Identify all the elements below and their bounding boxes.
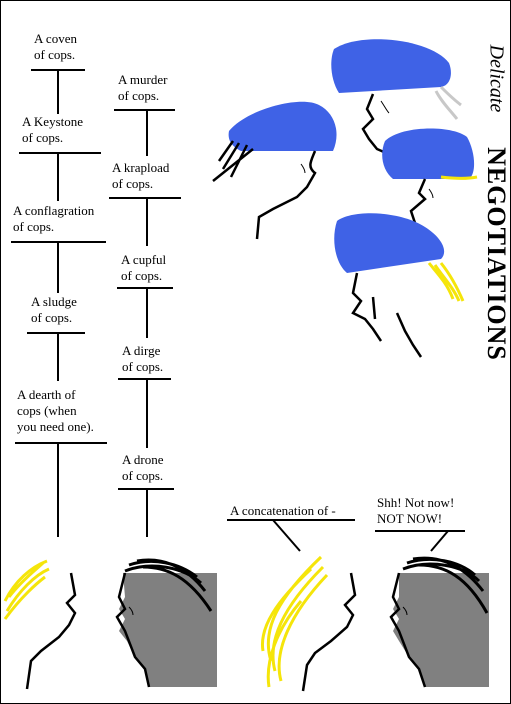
caption-line: A Keystone	[22, 114, 84, 129]
caption-dirge: A dirge of cops.	[122, 343, 163, 375]
caption-murder: A murder of cops.	[118, 72, 167, 104]
speech-line: A concatenation of -	[230, 503, 336, 518]
caption-cupful: A cupful of cops.	[121, 252, 166, 284]
side-title-script: Delicate	[485, 44, 508, 113]
caption-keystone: A Keystone of cops.	[22, 114, 83, 146]
speech-shh: Shh! Not now! NOT NOW!	[377, 495, 454, 527]
caption-line: of cops.	[122, 359, 164, 374]
speech-lines	[227, 519, 465, 552]
caption-line: cops (when	[17, 403, 77, 418]
caption-line: A drone	[122, 452, 164, 467]
caption-line: A murder	[118, 72, 168, 87]
gray-head	[115, 558, 217, 688]
speech-line: Shh! Not now!	[377, 495, 455, 510]
cop-head	[212, 101, 337, 240]
caption-line: of cops.	[22, 130, 64, 145]
caption-line: of cops.	[121, 268, 163, 283]
caption-line: of cops.	[13, 219, 55, 234]
caption-line: of cops.	[34, 47, 76, 62]
side-title-main: NEGOTIATIONS	[482, 147, 511, 361]
cop-head	[331, 39, 462, 158]
caption-coven: A coven of cops.	[34, 31, 77, 63]
gray-head	[389, 556, 489, 688]
bottom-heads-group	[3, 555, 489, 692]
middle-column-lines	[109, 109, 181, 537]
caption-line: of cops.	[112, 176, 154, 191]
caption-line: A dearth of	[17, 387, 76, 402]
caption-line: A krapload	[112, 160, 170, 175]
caption-line: of cops.	[118, 88, 160, 103]
speech-line: NOT NOW!	[377, 511, 443, 526]
caption-line: of cops.	[31, 310, 73, 325]
blonde-head	[3, 559, 77, 690]
caption-dearth: A dearth of cops (when you need one).	[17, 387, 94, 435]
caption-line: you need one).	[17, 419, 94, 434]
blonde-head	[260, 555, 357, 692]
caption-line: A cupful	[121, 252, 167, 267]
caption-sludge: A sludge of cops.	[31, 294, 77, 326]
caption-line: A coven	[34, 31, 77, 46]
side-title: Delicate NEGOTIATIONS	[481, 9, 510, 367]
cop-head	[382, 128, 478, 232]
caption-line: of cops.	[122, 468, 164, 483]
left-column-lines	[11, 69, 107, 537]
caption-line: A dirge	[122, 343, 161, 358]
caption-krapload: A krapload of cops.	[112, 160, 169, 192]
caption-drone: A drone of cops.	[122, 452, 164, 484]
caption-conflagration: A conflagration of cops.	[13, 203, 94, 235]
cop-heads-group	[212, 39, 478, 358]
speech-concatenation: A concatenation of -	[230, 503, 336, 519]
caption-line: A sludge	[31, 294, 77, 309]
cop-head	[334, 213, 465, 358]
caption-line: A conflagration	[13, 203, 95, 218]
